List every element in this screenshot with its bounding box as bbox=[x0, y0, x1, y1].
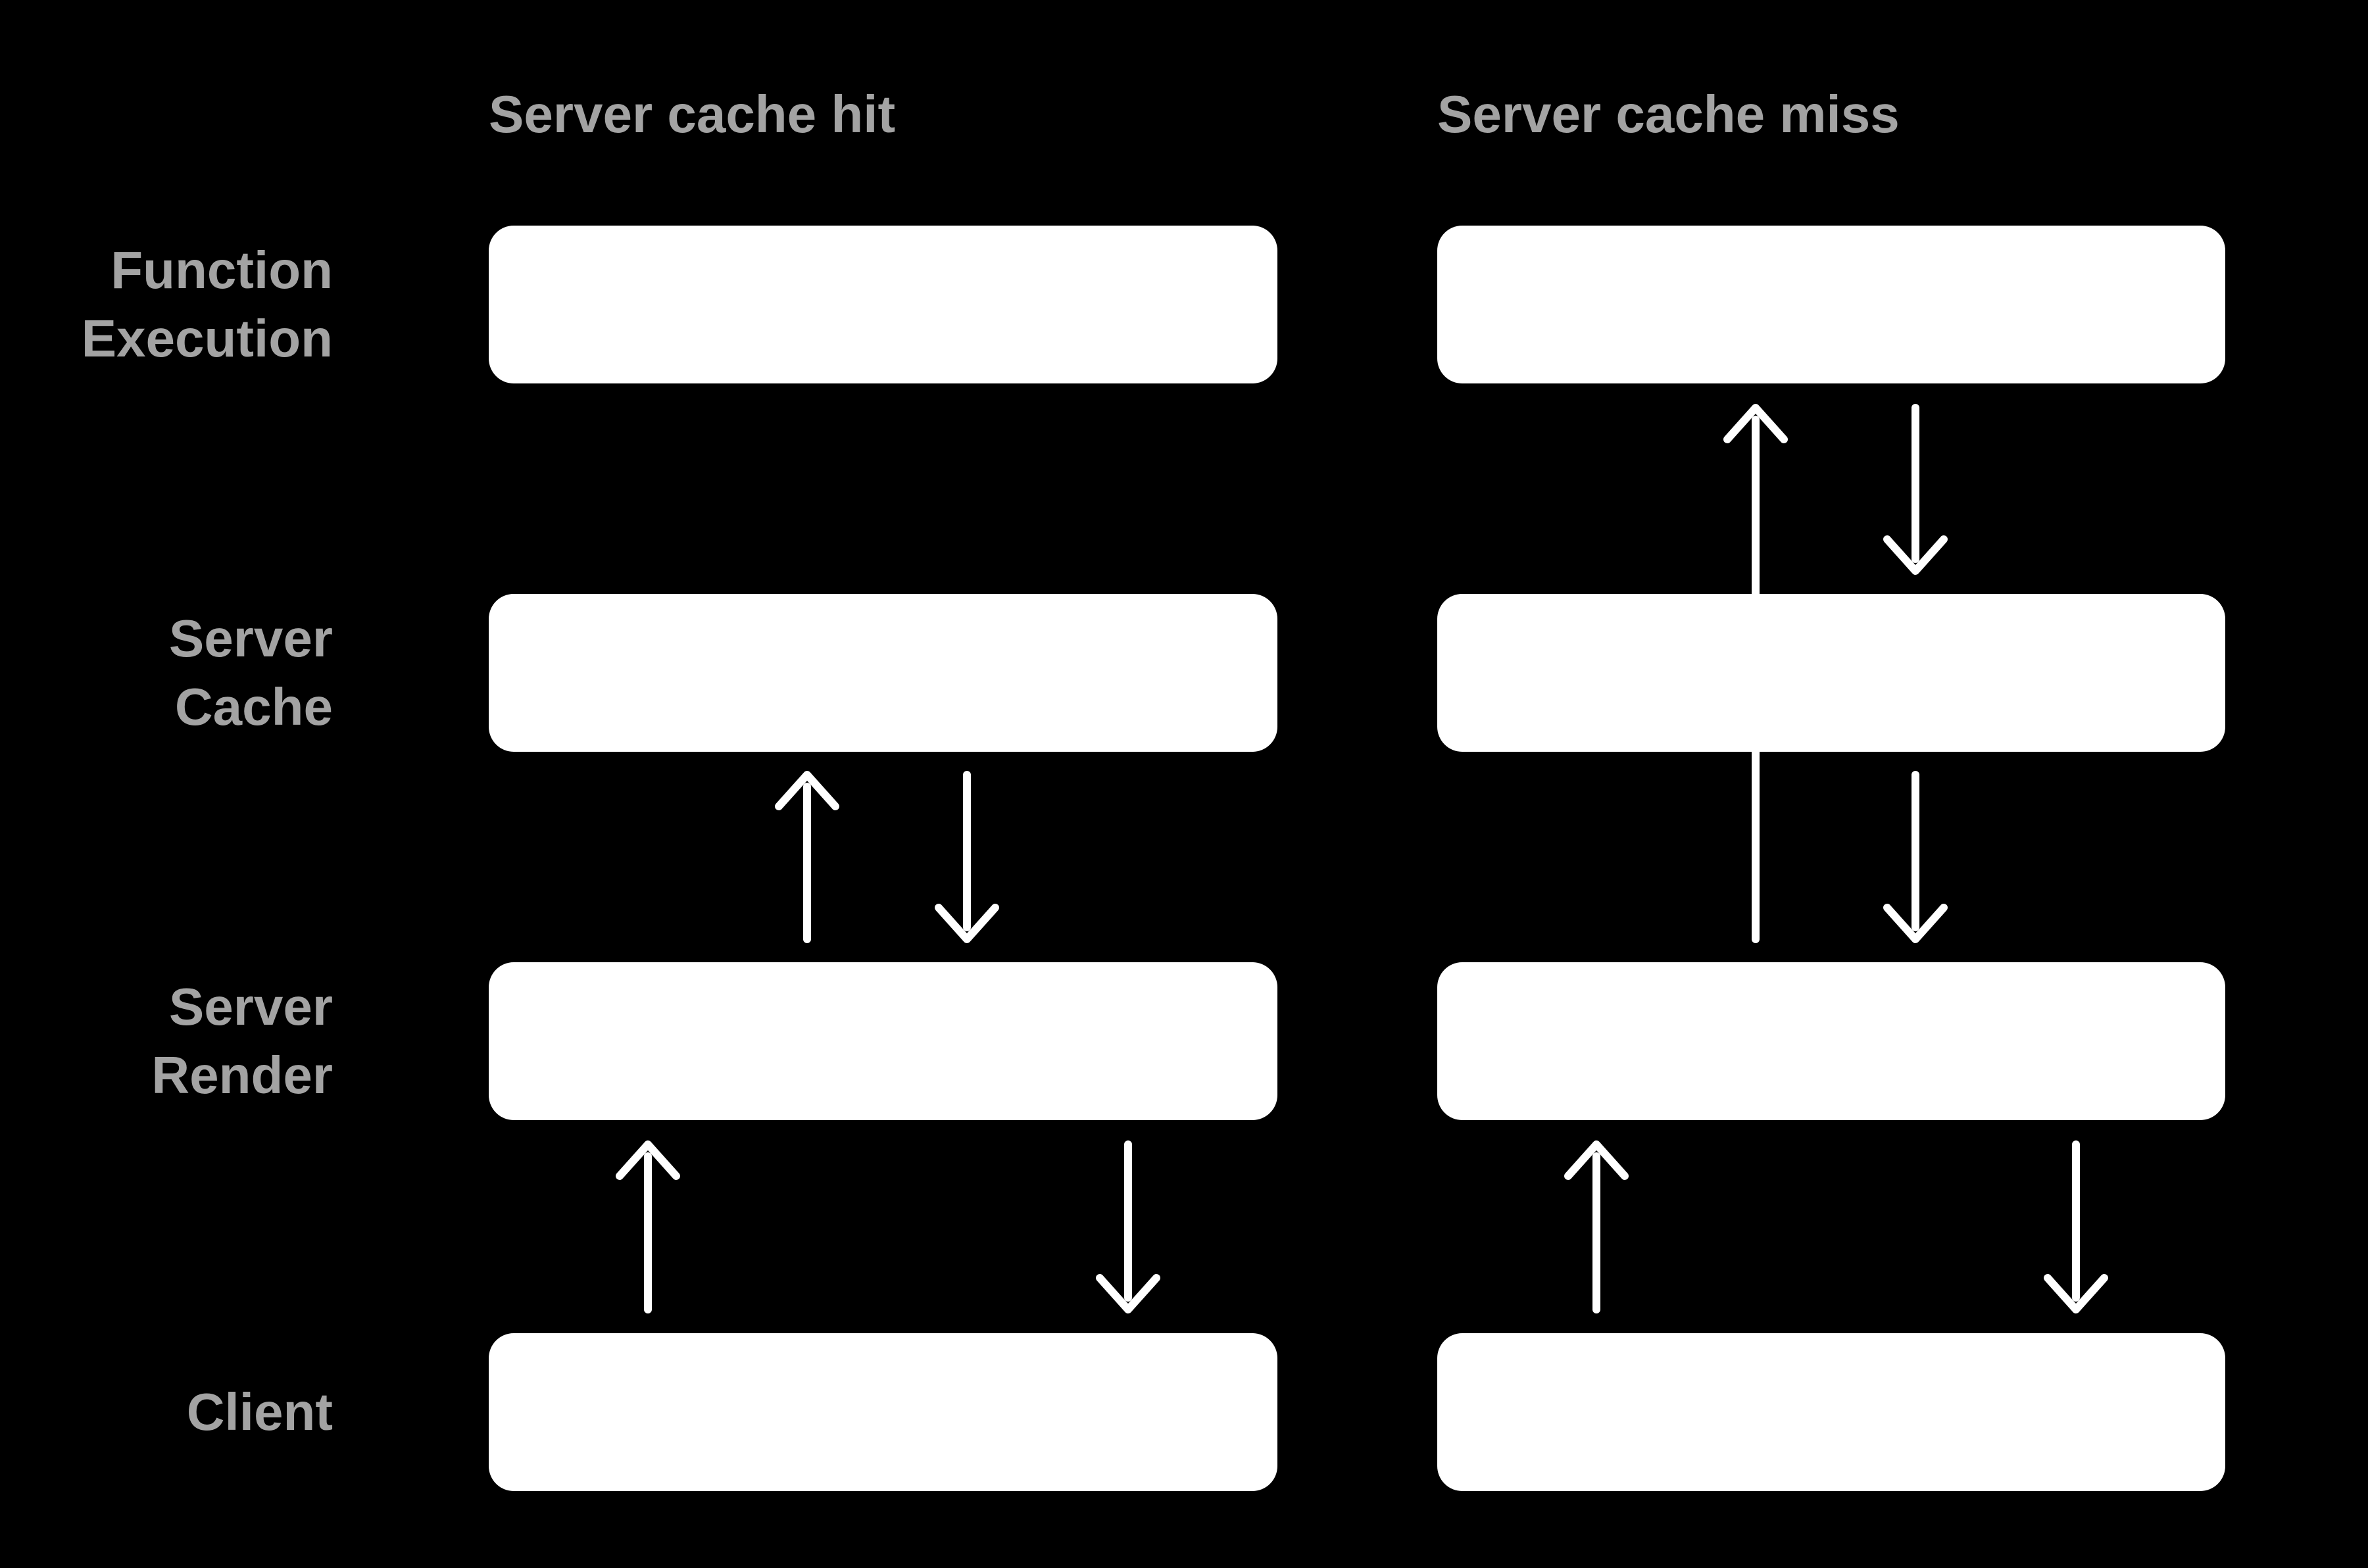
node-client-server-cache-hit bbox=[489, 1333, 1277, 1491]
node-function-execution-server-cache-miss bbox=[1437, 226, 2225, 383]
row-label-function-execution: Function Execution bbox=[81, 241, 333, 368]
arrow-miss-cache-to-render-down bbox=[1883, 771, 1948, 943]
arrow-miss-render-to-client-down bbox=[2044, 1140, 2108, 1313]
node-client-server-cache-miss bbox=[1437, 1333, 2225, 1491]
row-label-server-render: Server Render bbox=[151, 977, 333, 1104]
column-header-server-cache-hit: Server cache hit bbox=[489, 85, 896, 143]
arrow-miss-client-to-render-up bbox=[1564, 1140, 1629, 1313]
arrow-miss-function-to-cache-down bbox=[1883, 404, 1948, 575]
node-function-execution-server-cache-hit bbox=[489, 226, 1277, 383]
node-server-cache-server-cache-hit bbox=[489, 594, 1277, 752]
row-label-server-cache: Server Cache bbox=[168, 609, 333, 736]
column-header-server-cache-miss: Server cache miss bbox=[1437, 85, 1900, 143]
arrow-hit-cache-to-render-down bbox=[935, 771, 999, 943]
arrow-hit-render-to-cache-up bbox=[775, 771, 839, 943]
node-server-cache-server-cache-miss bbox=[1437, 594, 2225, 752]
node-server-render-server-cache-miss bbox=[1437, 962, 2225, 1120]
arrow-hit-client-to-render-up bbox=[616, 1140, 680, 1313]
row-label-client: Client bbox=[186, 1383, 333, 1441]
node-server-render-server-cache-hit bbox=[489, 962, 1277, 1120]
arrow-hit-render-to-client-down bbox=[1096, 1140, 1160, 1313]
